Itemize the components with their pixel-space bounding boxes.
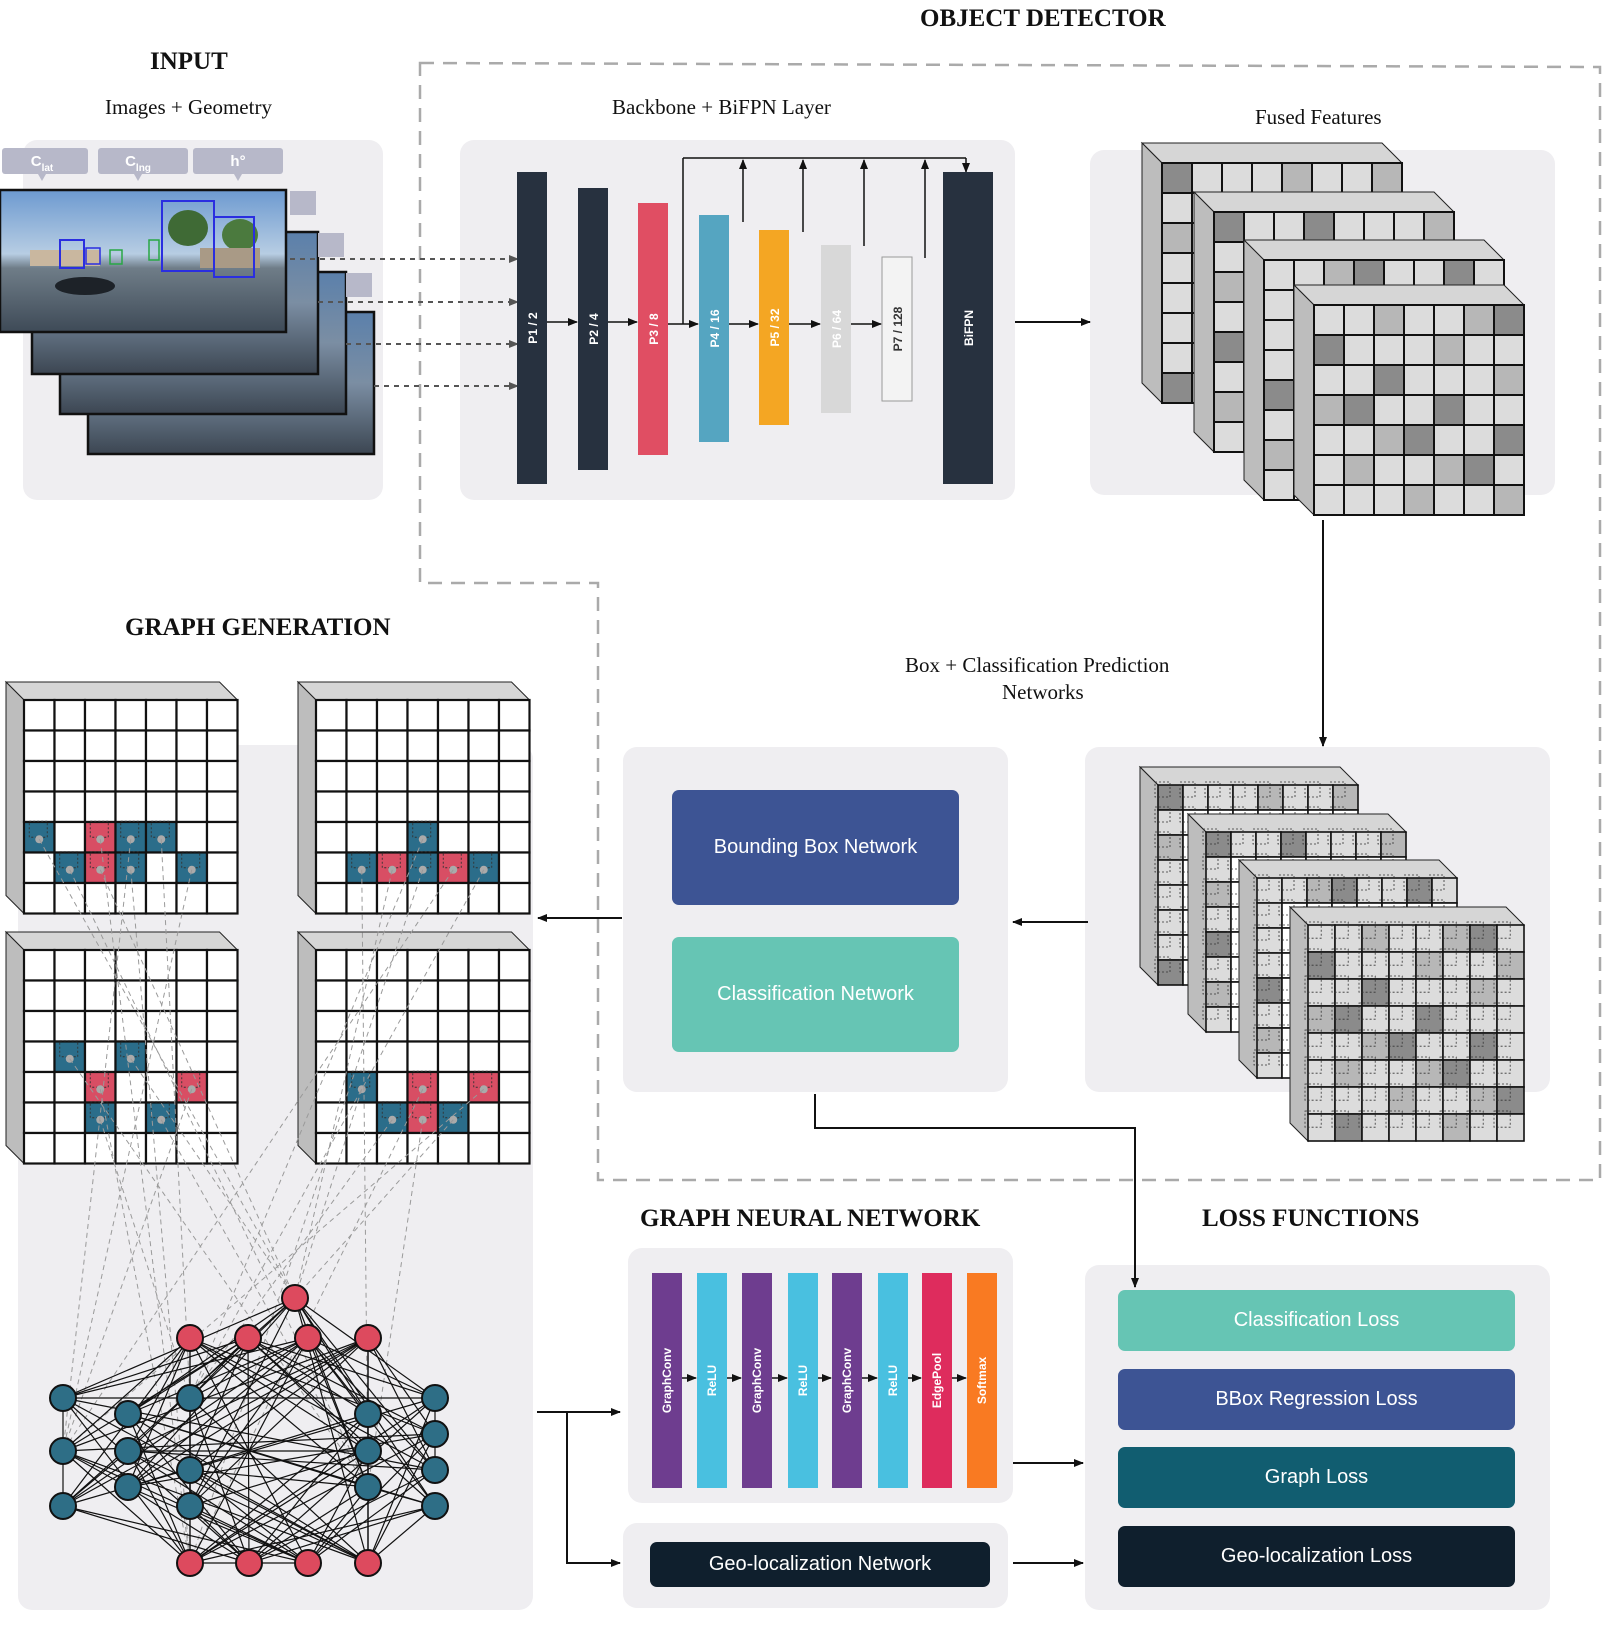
gnn-layer-label: GraphConv [840, 1348, 854, 1414]
prediction-feature-maps [1138, 765, 1526, 1143]
graph-node [421, 1492, 449, 1520]
geo-localization-loss: Geo-localization Loss [1118, 1526, 1515, 1587]
backbone-layer-label: P7 / 128 [891, 306, 905, 351]
backbone-layer: P3 / 8 [638, 203, 668, 455]
gnn-layer: EdgePool [922, 1273, 952, 1488]
svg-text:Clat: Clat [31, 153, 54, 174]
graph-node [294, 1549, 322, 1577]
graph-feature-map [296, 680, 531, 915]
graph-node [234, 1324, 262, 1352]
graph-node [49, 1437, 77, 1465]
gnn-layer-label: GraphConv [750, 1348, 764, 1414]
input-tag-heading: h° [193, 148, 283, 181]
bounding-box-network: Bounding Box Network [672, 790, 959, 905]
fused-feature-map [1292, 283, 1526, 517]
gnn-layer-label: GraphConv [660, 1348, 674, 1414]
backbone-layer-label: BiFPN [962, 310, 976, 346]
gnn-layer: GraphConv [652, 1273, 682, 1488]
backbone-layer-label: P3 / 8 [647, 313, 661, 345]
backbone-layer: P1 / 2 [517, 172, 547, 484]
gnn-layer-label: ReLU [886, 1365, 900, 1396]
object-detector-title: OBJECT DETECTOR [920, 5, 1166, 32]
gnn-layer: ReLU [697, 1273, 727, 1488]
backbone-layer-label: P5 / 32 [768, 308, 782, 346]
graph-feature-map [296, 930, 531, 1165]
graph-node [294, 1324, 322, 1352]
graph-node [176, 1492, 204, 1520]
prediction-subtitle-line2: Networks [1002, 680, 1084, 704]
gnn-layer-label: ReLU [705, 1365, 719, 1396]
graph-node [421, 1420, 449, 1448]
loss-title: LOSS FUNCTIONS [1202, 1205, 1420, 1232]
backbone-layer: BiFPN [943, 172, 993, 484]
graph-node [49, 1384, 77, 1412]
graph-node [354, 1400, 382, 1428]
graph-node [114, 1400, 142, 1428]
backbone-layer: P6 / 64 [821, 245, 851, 413]
prediction-to-loss-arrow [814, 1094, 1139, 1288]
input-subtitle: Images + Geometry [105, 95, 272, 119]
svg-text:h°: h° [230, 153, 245, 170]
graph-loss: Graph Loss [1118, 1447, 1515, 1508]
backbone-layer: P7 / 128 [881, 256, 913, 402]
gnn-layer: GraphConv [832, 1273, 862, 1488]
fused-features-subtitle: Fused Features [1255, 105, 1382, 129]
graph-node [421, 1456, 449, 1484]
graph-node [281, 1284, 309, 1312]
graph-node [354, 1324, 382, 1352]
classification-loss: Classification Loss [1118, 1290, 1515, 1351]
backbone-connections [682, 157, 970, 324]
gnn-layer: ReLU [878, 1273, 908, 1488]
graph-node [354, 1549, 382, 1577]
backbone-layer-label: P6 / 64 [830, 310, 844, 348]
gnn-title: GRAPH NEURAL NETWORK [640, 1205, 981, 1232]
graph-node [176, 1384, 204, 1412]
input-title: INPUT [150, 48, 228, 75]
input-tag-clat: Clat [2, 148, 88, 181]
graph-node [114, 1437, 142, 1465]
bbox-regression-loss: BBox Regression Loss [1118, 1369, 1515, 1430]
input-image-stack [0, 188, 376, 456]
object-detector-boundary [418, 61, 1602, 1182]
backbone-layer-label: P2 / 4 [587, 313, 601, 345]
backbone-layer: P4 / 16 [699, 215, 729, 442]
gnn-layer: ReLU [788, 1273, 818, 1488]
fused-feature-maps [1140, 141, 1526, 517]
graph-node [176, 1549, 204, 1577]
backbone-layer-label: P4 / 16 [708, 309, 722, 347]
prediction-subtitle-line1: Box + Classification Prediction [905, 653, 1170, 677]
graph-feature-map [4, 930, 239, 1165]
graph-node [354, 1437, 382, 1465]
backbone-layers: P1 / 2 P2 / 4 P3 / 8 P4 / 16 P5 / 32 P6 / 64 P… [517, 172, 993, 484]
graph-feature-map [4, 680, 239, 915]
gnn-layers: GraphConv ReLU GraphConv ReLU GraphConv ReLU E… [652, 1273, 997, 1488]
graph-node [176, 1456, 204, 1484]
backbone-layer: P5 / 32 [759, 230, 789, 425]
input-tag-clng: Clng [98, 148, 188, 181]
gnn-layer-label: EdgePool [930, 1353, 944, 1408]
graph-generation [4, 680, 531, 1577]
prediction-feature-map [1288, 905, 1526, 1143]
geo-localization-network: Geo-localization Network [650, 1542, 990, 1587]
graph-node [235, 1549, 263, 1577]
graph-node [49, 1492, 77, 1520]
graph-node [421, 1384, 449, 1412]
graph-node [354, 1473, 382, 1501]
graph-node [114, 1473, 142, 1501]
graph-node [176, 1324, 204, 1352]
classification-network: Classification Network [672, 937, 959, 1052]
backbone-subtitle: Backbone + BiFPN Layer [612, 95, 831, 119]
svg-text:Clng: Clng [125, 153, 151, 174]
backbone-layer-label: P1 / 2 [526, 312, 540, 344]
gnn-layer-label: Softmax [975, 1357, 989, 1405]
backbone-layer: P2 / 4 [578, 188, 608, 470]
graph-generation-title: GRAPH GENERATION [125, 614, 391, 641]
graph-output-arrows [537, 1408, 621, 1567]
gnn-layer-label: ReLU [796, 1365, 810, 1396]
backbone-panel [460, 140, 1015, 500]
gnn-layer: Softmax [967, 1273, 997, 1488]
gnn-layer: GraphConv [742, 1273, 772, 1488]
